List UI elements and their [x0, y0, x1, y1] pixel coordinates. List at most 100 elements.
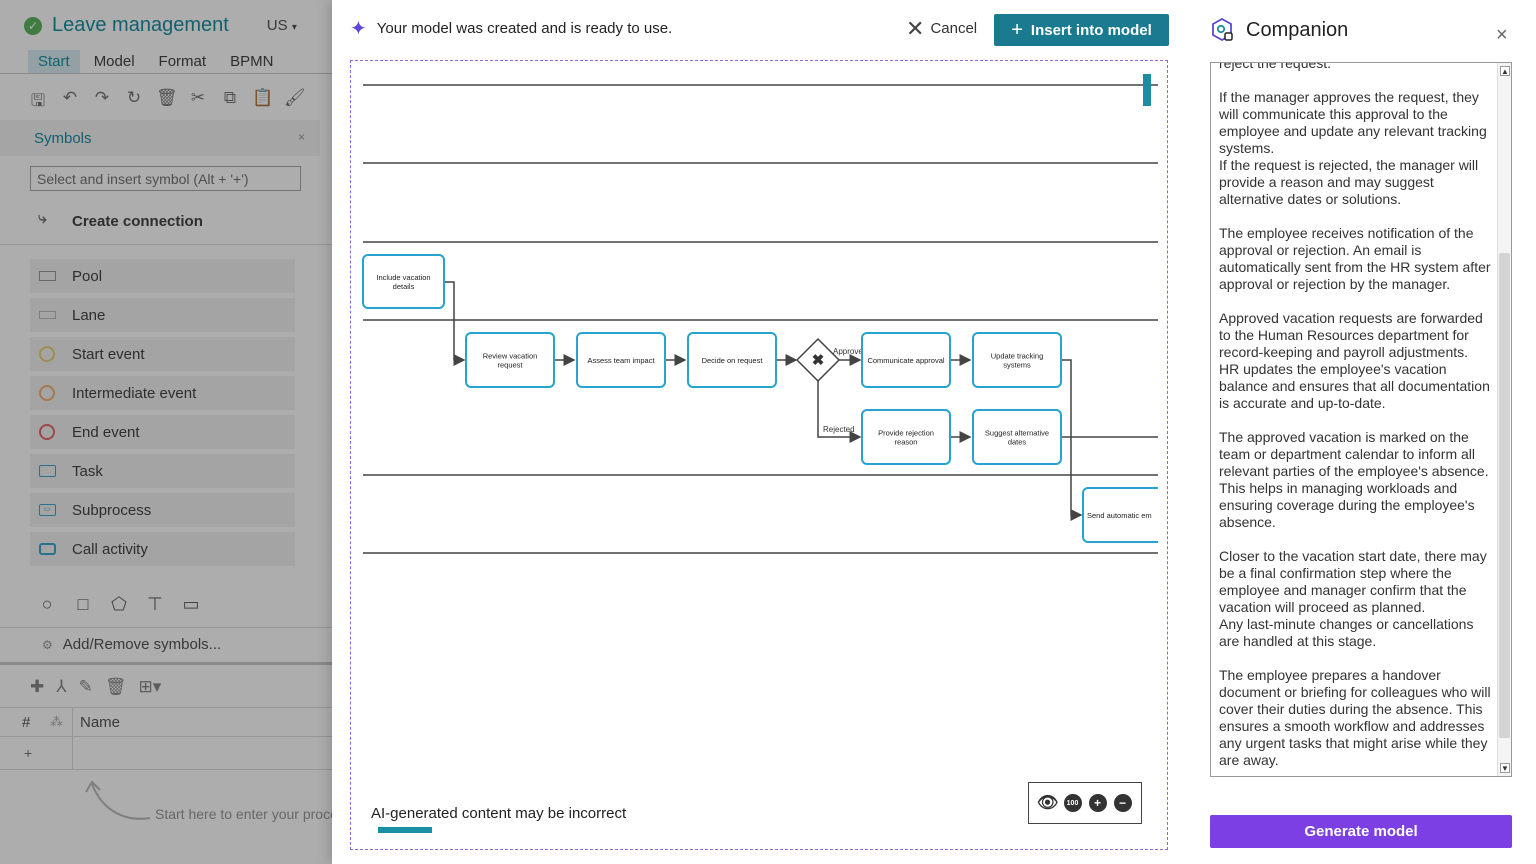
svg-text:✖: ✖	[812, 352, 825, 369]
grid-name-header: Name	[80, 714, 121, 731]
exclusive-gateway: ✖	[795, 337, 841, 383]
task-label: request	[497, 361, 523, 370]
connection-icon: ⤷	[38, 210, 47, 227]
symbol-call-activity[interactable]: Call activity	[30, 532, 295, 566]
tab-format[interactable]: Format	[158, 53, 207, 70]
scroll-down-icon[interactable]: ▼	[1500, 763, 1510, 773]
diagram-task[interactable]: Assess team impact	[576, 332, 666, 388]
symbol-subprocess[interactable]: ▭Subprocess	[30, 493, 295, 527]
square-shape-icon[interactable]: □	[77, 594, 89, 614]
divider	[0, 627, 332, 628]
pentagon-shape-icon[interactable]: ⬠	[111, 594, 127, 614]
edit-icon[interactable]: ✎	[78, 677, 93, 696]
task-label: Suggest alternative	[985, 429, 1049, 438]
task-label: Communicate approval	[867, 356, 944, 365]
symbol-task[interactable]: Task	[30, 454, 295, 488]
table-options-icon[interactable]: ⊞▾	[138, 677, 162, 696]
insert-into-model-button[interactable]: + Insert into model	[994, 14, 1169, 46]
grid-hash: #	[22, 714, 31, 731]
close-icon: ✕	[906, 15, 925, 41]
companion-scrollbar[interactable]: ▲ ▼	[1497, 63, 1511, 776]
text-shape-icon[interactable]: ⊤	[147, 594, 163, 614]
eye-icon[interactable]: 👁	[1036, 793, 1059, 812]
format-painter-icon[interactable]: 🖌	[284, 88, 306, 107]
close-icon[interactable]: ×	[1496, 24, 1508, 46]
cancel-button[interactable]: ✕ Cancel	[906, 15, 978, 41]
delete-icon[interactable]: 🗑	[104, 677, 127, 696]
ai-disclaimer: AI-generated content may be incorrect	[371, 805, 627, 822]
diagram-task[interactable]: Decide on request	[687, 332, 777, 388]
cancel-label: Cancel	[930, 20, 978, 37]
scroll-marker	[1143, 74, 1151, 106]
check-icon: ✓	[24, 16, 42, 35]
task-label: dates	[1008, 438, 1027, 447]
chevron-down-icon: ▾	[291, 22, 297, 33]
refresh-icon[interactable]: ↻	[126, 88, 142, 107]
undo-icon[interactable]: ↶	[62, 88, 78, 107]
paste-icon[interactable]: 📋	[252, 88, 274, 107]
task-label: reason	[895, 438, 918, 447]
symbol-label: Task	[72, 462, 103, 480]
insert-label: Insert into model	[1030, 21, 1152, 39]
diagram-task[interactable]: Communicate approval	[861, 332, 951, 388]
circle-shape-icon[interactable]: ○	[41, 594, 53, 614]
add-icon[interactable]: ✚	[30, 677, 45, 696]
end-event-icon	[38, 423, 56, 441]
symbols-close-icon[interactable]: ×	[298, 130, 306, 144]
zoom-out-icon[interactable]: −	[1113, 794, 1132, 812]
tab-model[interactable]: Model	[93, 53, 135, 70]
locale-dropdown[interactable]: US ▾	[267, 17, 297, 34]
add-remove-symbols-link[interactable]: ⚙Add/Remove symbols...	[42, 636, 221, 653]
redo-icon[interactable]: ↷	[94, 88, 110, 107]
grid-toolbar: ✚ ⅄ ✎ 🗑 ⊞▾	[30, 677, 161, 697]
diagram-task[interactable]: Send automatic em	[1082, 487, 1158, 543]
hint-arrow-icon	[85, 780, 151, 820]
task-label: Review vacation	[483, 352, 538, 361]
task-label: Assess team impact	[587, 356, 655, 365]
call-activity-icon	[38, 540, 56, 558]
task-label: Send automatic em	[1087, 511, 1152, 520]
dialog-header: ✦ Your model was created and is ready to…	[350, 16, 672, 41]
symbols-title: Symbols	[34, 130, 92, 147]
lane-icon	[38, 306, 56, 324]
ai-disclaimer-bar	[378, 827, 432, 833]
symbol-lane[interactable]: Lane	[30, 298, 295, 332]
subprocess-icon: ▭	[38, 501, 56, 519]
bpmn-diagram[interactable]: ✖ Approved Rejected Include vacationdeta…	[352, 62, 1158, 762]
tab-bpmn[interactable]: BPMN	[230, 53, 274, 70]
symbol-end-event[interactable]: End event	[30, 415, 295, 449]
grid-add-row-button[interactable]: +	[24, 745, 33, 761]
grid-header: # ⁂ Name	[0, 707, 332, 770]
create-connection-label: Create connection	[72, 212, 203, 230]
symbol-label: Lane	[72, 306, 106, 324]
divider	[0, 244, 332, 245]
scroll-up-icon[interactable]: ▲	[1500, 66, 1510, 76]
copy-icon[interactable]: ⧉	[223, 88, 237, 107]
zoom-controls: 👁 100 + −	[1028, 782, 1142, 824]
zoom-100-icon[interactable]: 100	[1063, 794, 1082, 812]
cut-icon[interactable]: ✂	[190, 88, 206, 107]
image-shape-icon[interactable]: ▭	[182, 594, 200, 614]
symbol-start-event[interactable]: Start event	[30, 337, 295, 371]
tab-start[interactable]: Start	[28, 50, 80, 73]
companion-textarea[interactable]: reject the request. If the manager appro…	[1210, 62, 1512, 777]
symbol-pool[interactable]: Pool	[30, 259, 295, 293]
scroll-thumb[interactable]	[1499, 253, 1510, 738]
symbol-search-input[interactable]	[30, 166, 301, 191]
delete-icon[interactable]: 🗑	[156, 88, 178, 107]
grid-hint: Start here to enter your process	[155, 806, 332, 822]
save-icon[interactable]: 🖫	[30, 91, 46, 110]
create-connection-button[interactable]: ⤷ Create connection	[38, 210, 203, 232]
symbol-intermediate-event[interactable]: Intermediate event	[30, 376, 295, 410]
task-label: Decide on request	[702, 356, 764, 365]
generate-model-button[interactable]: Generate model	[1210, 815, 1512, 848]
hierarchy-icon[interactable]: ⅄	[56, 677, 67, 696]
gear-icon: ⚙	[42, 638, 53, 652]
zoom-in-icon[interactable]: +	[1088, 794, 1107, 812]
